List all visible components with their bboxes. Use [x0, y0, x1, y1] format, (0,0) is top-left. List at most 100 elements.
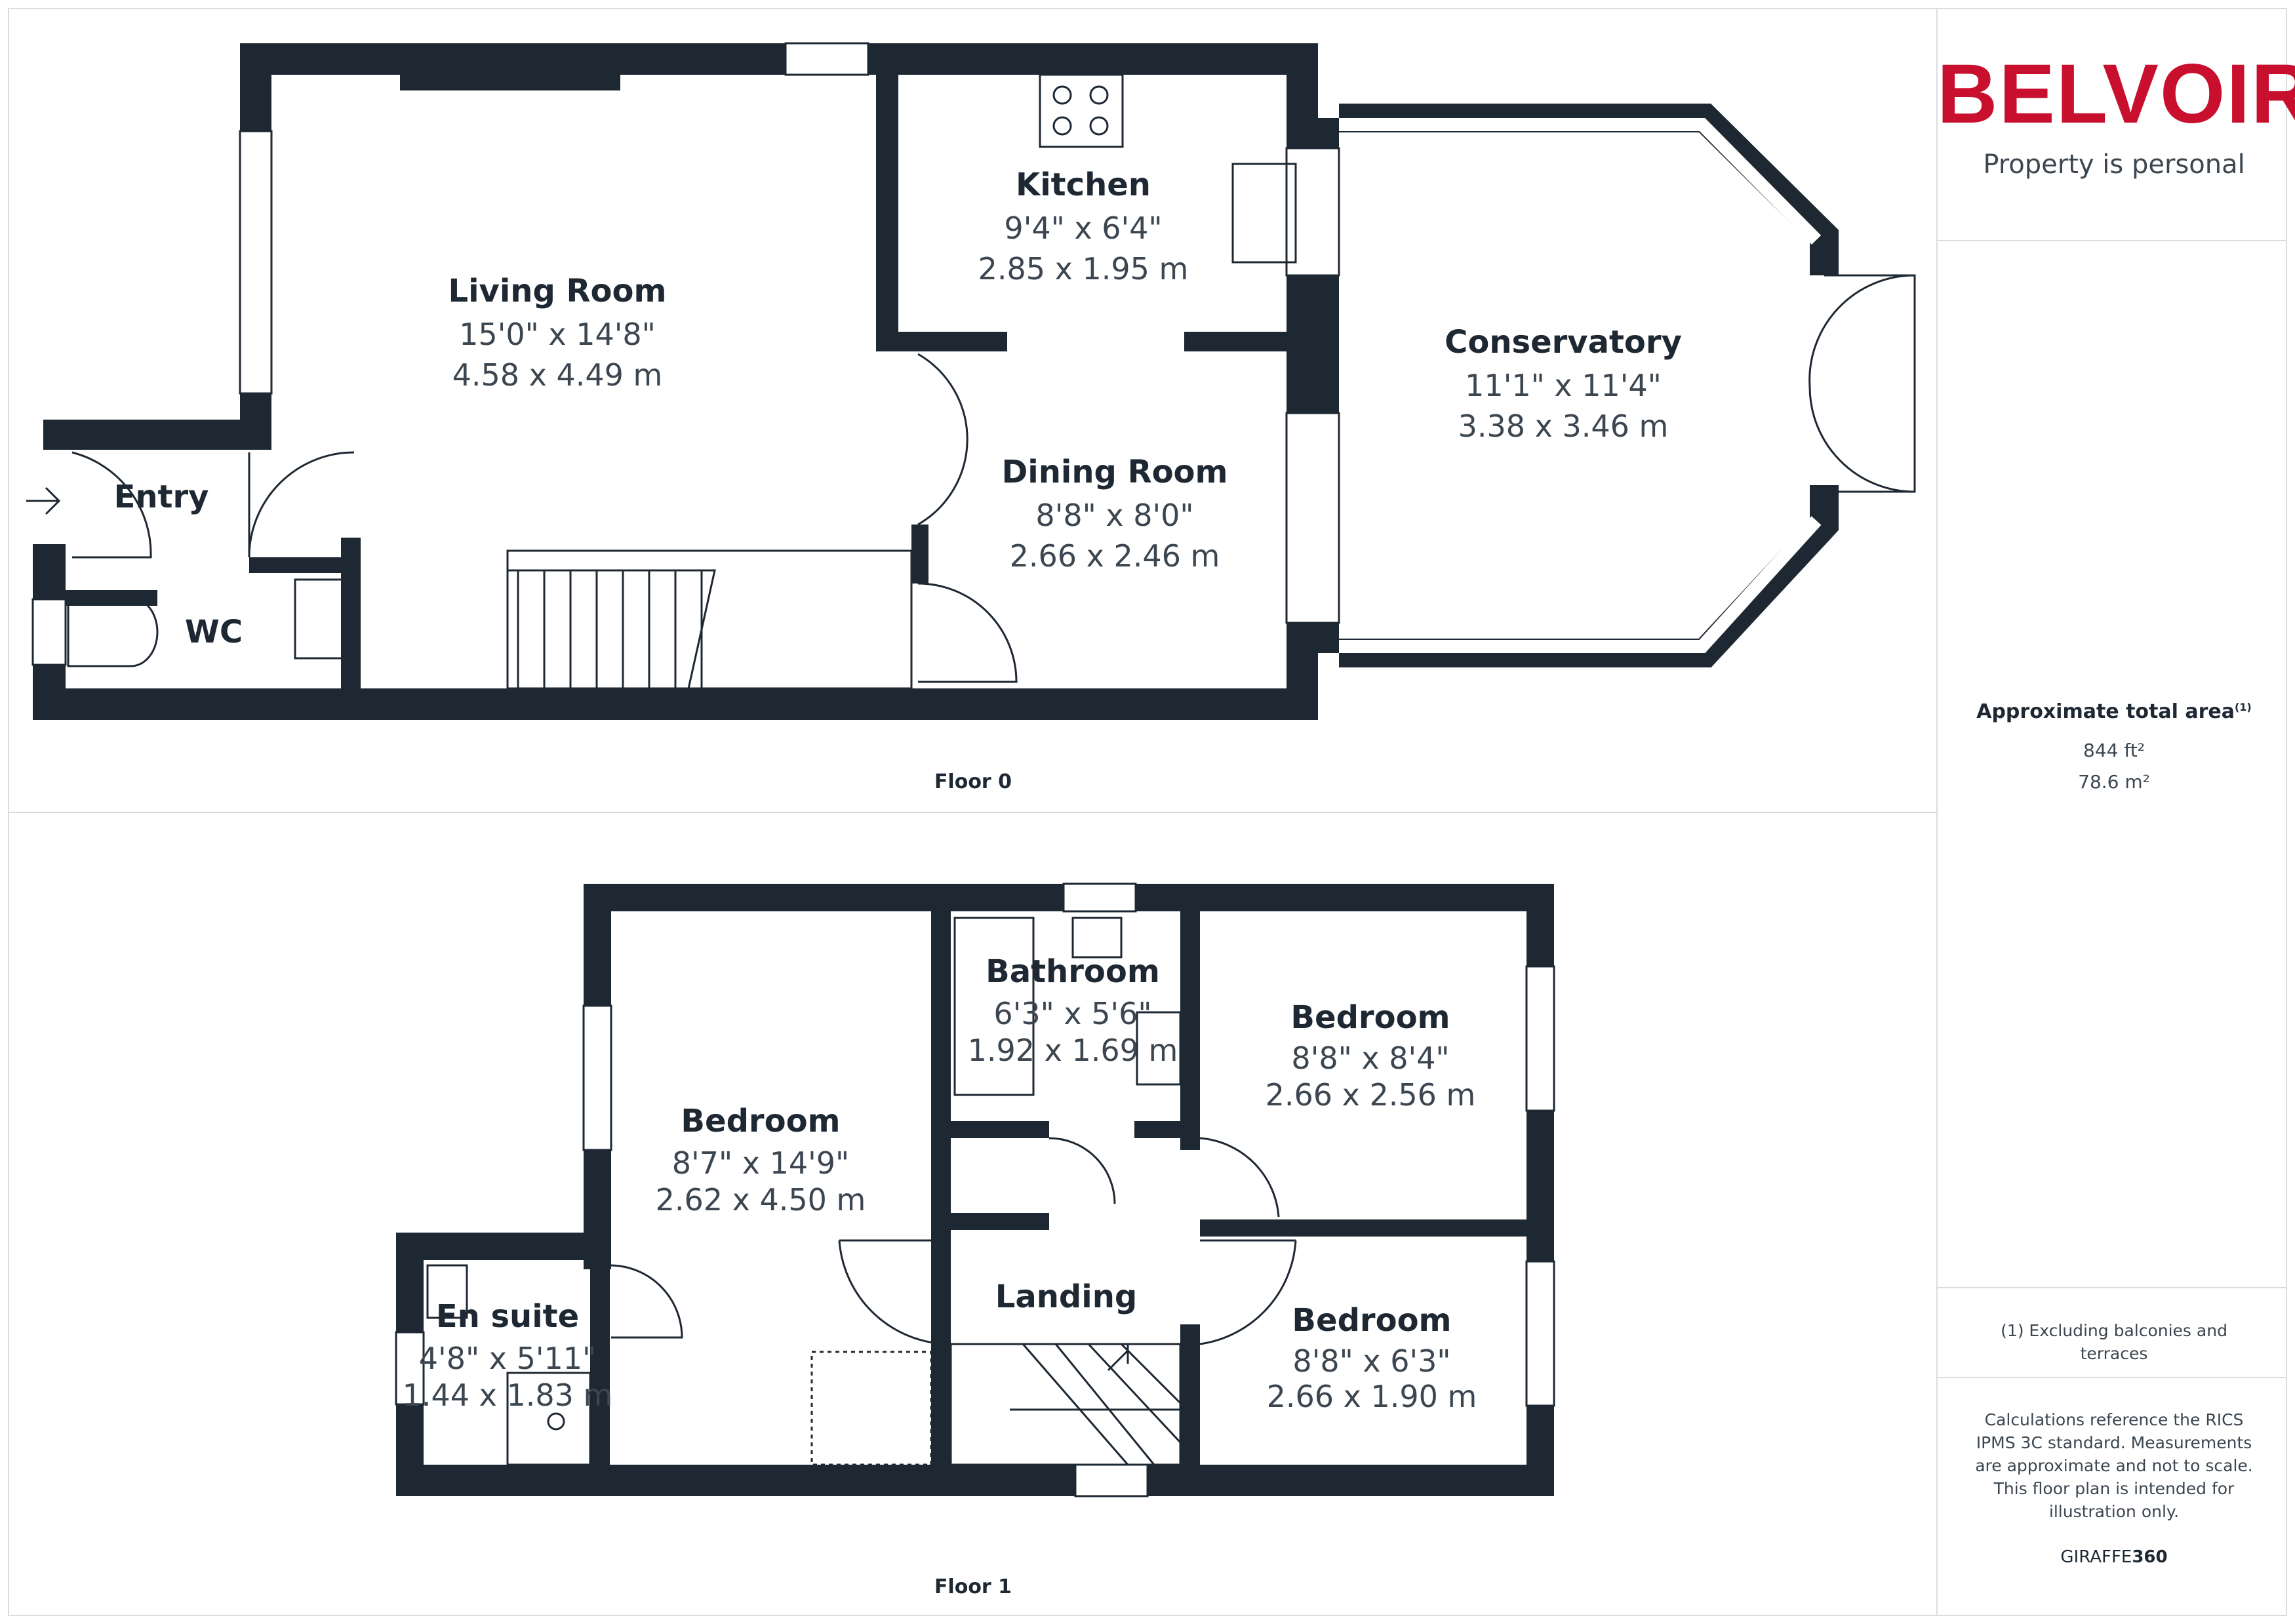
- room-dim-metric: 2.66 x 1.90 m: [1267, 1379, 1477, 1414]
- wall: [876, 332, 1007, 351]
- door-swing: [838, 1239, 951, 1345]
- window: [582, 1004, 612, 1151]
- room-dim-imperial: 9'4" x 6'4": [1004, 210, 1162, 246]
- window: [784, 42, 869, 76]
- room-dim-metric: 1.44 x 1.83 m: [403, 1377, 613, 1413]
- wall: [396, 1233, 611, 1260]
- room-dim-imperial: 8'8" x 8'0": [1035, 498, 1193, 533]
- room-name: Bedroom: [1292, 1302, 1451, 1339]
- door-swing: [917, 582, 1018, 683]
- basin: [1136, 1011, 1182, 1086]
- window: [1525, 965, 1555, 1112]
- brand-logo: BELVOIR!: [1937, 47, 2295, 141]
- wall: [1134, 1121, 1200, 1138]
- wall: [951, 1121, 1049, 1138]
- wall: [43, 420, 271, 450]
- room-dim-metric: 2.85 x 1.95 m: [978, 251, 1189, 287]
- wall: [33, 688, 1318, 720]
- window: [395, 1331, 425, 1406]
- window: [1062, 882, 1137, 913]
- room-name: Conservatory: [1445, 324, 1682, 361]
- room-dim-imperial: 4'8" x 5'11": [419, 1341, 596, 1376]
- conservatory-glazing: [1339, 118, 1822, 653]
- staircase: [506, 549, 913, 690]
- window: [1285, 147, 1340, 277]
- shower: [506, 1372, 591, 1466]
- wall: [938, 1121, 951, 1233]
- room-labels: Living Room 15'0" x 14'8" 4.58 x 4.49 m …: [114, 167, 1682, 650]
- room-name: En suite: [436, 1298, 579, 1335]
- room-dim-metric: 1.92 x 1.69 m: [968, 1033, 1178, 1068]
- floor-1-plan: Bathroom 6'3" x 5'6" 1.92 x 1.69 m Bedro…: [395, 882, 1555, 1598]
- basin: [426, 1264, 468, 1319]
- window: [239, 130, 273, 395]
- wall: [1287, 623, 1339, 653]
- area-title: Approximate total area(1): [1937, 700, 2291, 723]
- room-dim-metric: 4.58 x 4.49 m: [452, 357, 663, 393]
- loft-hatch: [810, 1351, 932, 1466]
- sink: [1231, 163, 1297, 264]
- room-dim-imperial: 6'3" x 5'6": [993, 996, 1151, 1031]
- toilet: [1071, 917, 1123, 959]
- room-name: Kitchen: [1016, 167, 1151, 203]
- floor-divider: [8, 812, 1936, 813]
- area-footnote-mark: (1): [2234, 701, 2252, 713]
- room-dim-imperial: 8'8" x 8'4": [1291, 1040, 1449, 1076]
- room-name: Landing: [995, 1278, 1138, 1315]
- wall: [911, 525, 928, 584]
- door-swing: [1199, 1137, 1280, 1218]
- door-swing: [917, 353, 968, 526]
- window: [400, 43, 620, 90]
- room-dim-metric: 2.62 x 4.50 m: [656, 1182, 866, 1218]
- wall: [1287, 275, 1339, 413]
- room-name: Dining Room: [1001, 454, 1227, 490]
- window: [31, 598, 67, 666]
- door-swing: [1808, 274, 1916, 493]
- bath: [953, 917, 1035, 1096]
- area-sqm: 78.6 m²: [2078, 771, 2150, 793]
- floor-plan-drawing: Living Room 15'0" x 14'8" 4.58 x 4.49 m …: [26, 42, 1916, 1598]
- area-title-text: Approximate total area: [1976, 700, 2235, 723]
- wall: [1200, 1219, 1527, 1237]
- floor-label: Floor 1: [934, 1575, 1012, 1598]
- window: [1074, 1463, 1149, 1497]
- wall: [590, 1265, 610, 1465]
- room-dim-imperial: 11'1" x 11'4": [1465, 368, 1662, 403]
- door-swing: [248, 451, 355, 558]
- toilet: [67, 597, 159, 667]
- logo-part2: 360: [2132, 1547, 2168, 1567]
- wall: [1184, 332, 1287, 351]
- room-dim-metric: 2.66 x 2.56 m: [1266, 1077, 1476, 1113]
- entry-arrow: [26, 486, 61, 515]
- wall: [951, 1213, 1049, 1230]
- door-swing: [71, 451, 152, 559]
- room-name: Bedroom: [681, 1103, 840, 1139]
- wall: [249, 557, 361, 573]
- room-name: Entry: [114, 479, 209, 515]
- room-dim-imperial: 8'8" x 6'3": [1292, 1343, 1450, 1379]
- disclaimer: Calculations reference the RICS IPMS 3C …: [1975, 1410, 2253, 1521]
- logo-part1: GIRAFFE: [2060, 1547, 2132, 1567]
- floor-label: Floor 0: [934, 770, 1012, 793]
- staircase: [949, 1343, 1182, 1466]
- wall: [1180, 1324, 1200, 1465]
- room-dim-metric: 3.38 x 3.46 m: [1458, 408, 1669, 444]
- wall: [1180, 911, 1200, 1150]
- wall: [1287, 118, 1339, 148]
- door-swing: [1199, 1239, 1297, 1345]
- brand-tagline: Property is personal: [1983, 149, 2245, 180]
- room-name: Bathroom: [986, 953, 1160, 990]
- hob-ring: [1089, 85, 1109, 105]
- window: [1285, 412, 1340, 624]
- hob: [1039, 73, 1124, 148]
- hob-ring: [1089, 116, 1109, 136]
- room-name: Living Room: [449, 273, 667, 309]
- hob-ring: [1052, 116, 1072, 136]
- shower-drain: [547, 1412, 565, 1431]
- wall: [876, 43, 898, 351]
- room-labels: Bathroom 6'3" x 5'6" 1.92 x 1.69 m Bedro…: [403, 953, 1477, 1414]
- floor-0-plan: Living Room 15'0" x 14'8" 4.58 x 4.49 m …: [26, 42, 1916, 793]
- door-swing: [610, 1264, 683, 1339]
- footnote-divider: [1936, 1377, 2287, 1378]
